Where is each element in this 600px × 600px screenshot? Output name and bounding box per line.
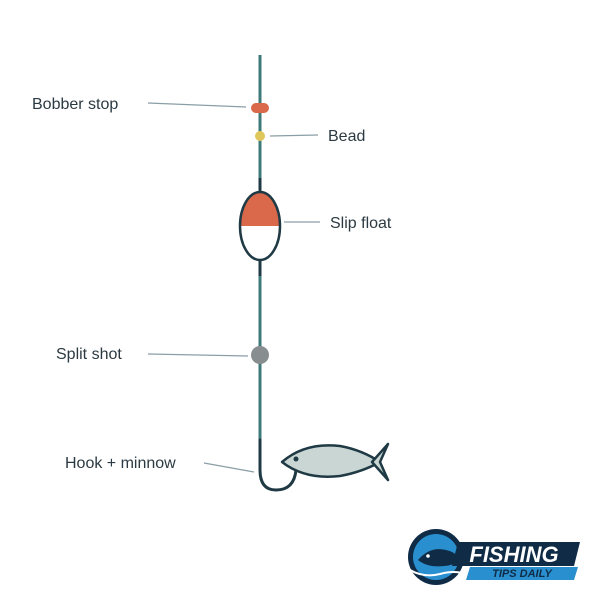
bobber-stop bbox=[251, 103, 269, 113]
label-split-shot: Split shot bbox=[56, 346, 122, 363]
leader-hook bbox=[203, 462, 255, 473]
label-bead: Bead bbox=[328, 128, 366, 145]
minnow bbox=[280, 442, 390, 482]
leader-split-shot bbox=[147, 353, 249, 357]
label-bobber-stop: Bobber stop bbox=[32, 96, 119, 113]
leader-bobber-stop bbox=[147, 102, 247, 108]
label-slip-float: Slip float bbox=[330, 215, 392, 232]
hook bbox=[258, 438, 298, 492]
logo-text-line2: TIPS DAILY bbox=[492, 568, 553, 580]
bead bbox=[255, 131, 265, 141]
slip-float bbox=[238, 178, 282, 276]
split-shot bbox=[251, 346, 269, 364]
leader-bead bbox=[269, 134, 319, 137]
label-hook-minnow: Hook + minnow bbox=[65, 455, 176, 472]
fishing-tips-daily-logo: FISHING TIPS DAILY bbox=[408, 529, 580, 585]
logo-text-line1: FISHING bbox=[469, 542, 558, 567]
